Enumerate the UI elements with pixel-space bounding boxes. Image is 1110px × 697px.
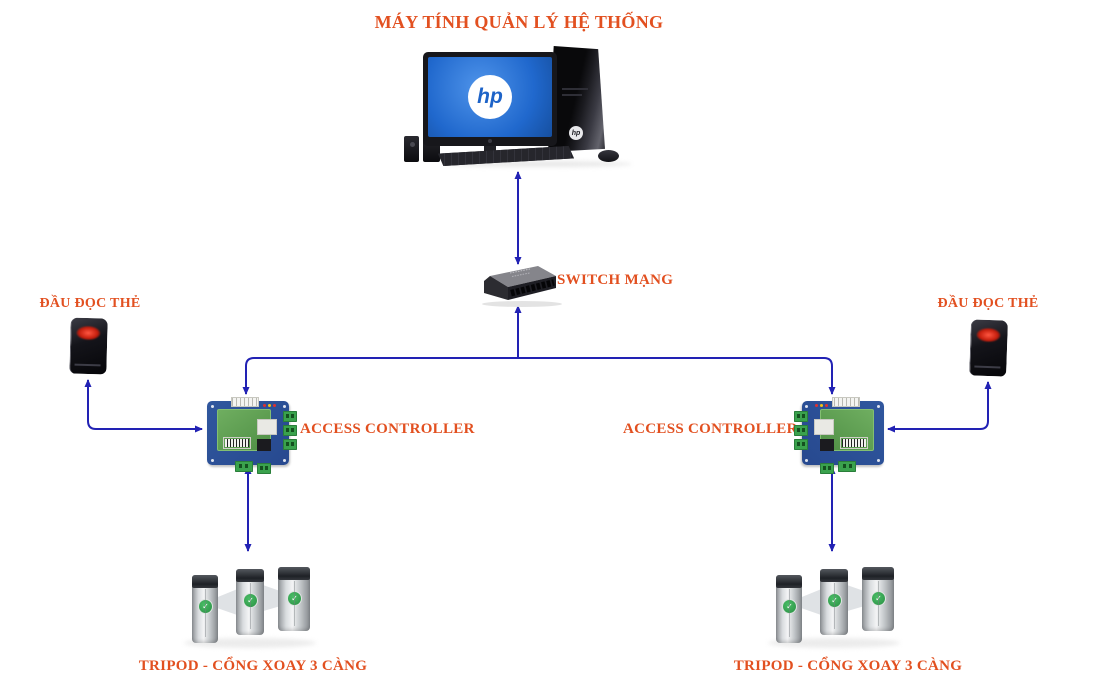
pillar-seam [834,583,835,630]
access-controller-left-label: ACCESS CONTROLLER [300,421,475,437]
turnstile-pillar: ✓ [862,567,894,631]
pillar-cap [192,575,218,588]
mouse-icon [598,150,619,162]
screw [877,405,880,408]
speaker-icon [404,136,419,162]
screw [805,459,808,462]
desk-shadow [446,161,632,167]
led-red [815,404,818,407]
turnstile-pillar: ✓ [776,575,802,643]
switch-label: SWITCH MẠNG [557,272,674,288]
diagram-title: MÁY TÍNH QUẢN LÝ HỆ THỐNG [374,12,664,32]
relay [257,419,277,435]
card-reader-left-label: ĐẦU ĐỌC THẺ [39,296,141,311]
hp-logo-icon: hp [569,126,583,140]
card-reader-right [965,317,1011,380]
tower-vent [562,94,582,96]
screw [283,459,286,462]
turnstile-right-label: TRIPOD - CỔNG XOAY 3 CÀNG [733,658,963,674]
chip [820,439,834,451]
tower-vent [562,88,588,90]
turnstile-right: ✓ ✓ ✓ [766,560,906,655]
terminal-block [257,463,271,474]
turnstile-left: ✓ ✓ ✓ [182,560,322,655]
card-reader-right-label: ĐẦU ĐỌC THẺ [937,296,1039,311]
check-icon: ✓ [827,593,842,608]
chip [257,439,271,451]
terminal-block [820,463,834,474]
screw [283,405,286,408]
turnstile-pillar: ✓ [278,567,310,631]
turnstile-pillar: ✓ [236,569,264,635]
terminal-block [283,425,297,436]
pillar-seam [789,589,790,637]
relay [814,419,834,435]
terminal-block [235,461,253,472]
hp-logo-icon: hp [468,75,512,119]
screw [211,459,214,462]
led-red [273,404,276,407]
pillar-cap [278,567,310,580]
screw [805,405,808,408]
rfid-glow-icon [76,325,101,341]
computer-monitor: hp [423,52,557,146]
check-icon: ✓ [198,599,213,614]
led-red [263,404,266,407]
switch-shadow [482,301,562,307]
pillar-cap [776,575,802,588]
terminal-block [283,439,297,450]
connector-strip [231,397,259,407]
switch-ports [510,279,555,297]
pillar-cap [236,569,264,582]
terminal-block [794,439,808,450]
barcode-sticker [223,437,251,449]
pillar-cap [820,569,848,582]
pillar-seam [205,589,206,637]
switch-side-face [484,276,508,300]
cisco-logo-icon [509,268,531,274]
turnstile-pillar: ✓ [192,575,218,643]
monitor-screen: hp [428,57,552,137]
connector-strip [832,397,860,407]
terminal-block [794,411,808,422]
check-icon: ✓ [871,591,886,606]
wire-reader-controller-right [887,381,992,433]
terminal-block [794,425,808,436]
monitor-power-led [488,139,492,143]
screw [877,459,880,462]
check-icon: ✓ [243,593,258,608]
screw [211,405,214,408]
terminal-block [283,411,297,422]
turnstile-left-label: TRIPOD - CỔNG XOAY 3 CÀNG [138,658,368,674]
led-red [825,404,828,407]
terminal-block [838,461,856,472]
turnstile-shadow [184,638,316,648]
wire-reader-controller-left [84,379,203,433]
led-yellow [820,404,823,407]
pillar-seam [878,581,879,626]
computer-tower: hp [548,46,605,152]
pillar-seam [250,583,251,630]
wire-branch [242,357,836,395]
turnstile-pillar: ✓ [820,569,848,635]
card-reader-left [65,315,111,378]
access-controller-left [205,397,301,474]
led-yellow [268,404,271,407]
access-controller-right-label: ACCESS CONTROLLER [623,421,798,437]
pillar-seam [294,581,295,626]
monitor-stand [484,145,496,154]
access-controller-right [790,397,886,474]
network-switch [482,266,562,307]
speaker-cone [409,142,415,147]
check-icon: ✓ [287,591,302,606]
check-icon: ✓ [782,599,797,614]
cisco-logo-icon [511,272,531,277]
switch-top-face [490,266,556,287]
turnstile-shadow [768,638,900,648]
pillar-cap [862,567,894,580]
barcode-sticker [840,437,868,449]
